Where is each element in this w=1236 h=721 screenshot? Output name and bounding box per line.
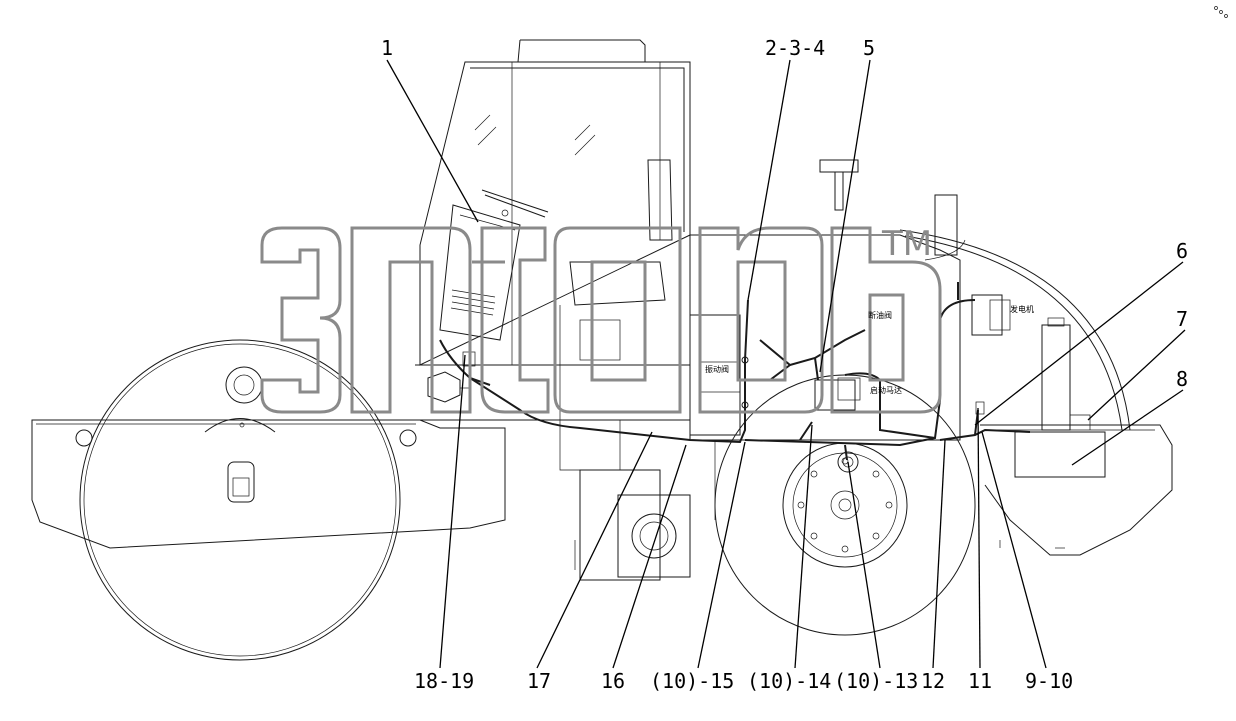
callout-8: 8 <box>1176 367 1188 391</box>
callout-9-10: 9-10 <box>1025 669 1073 693</box>
callout-10-13: (10)-13 <box>834 669 918 693</box>
watermark-tm: TM <box>881 224 932 264</box>
engine <box>689 159 1011 441</box>
corner-mark <box>1214 6 1228 18</box>
label-fuel-cutoff: 断油阀 <box>868 310 892 320</box>
callout-6: 6 <box>1176 239 1188 263</box>
callout-10-15: (10)-15 <box>650 669 734 693</box>
cab <box>415 39 691 471</box>
front-frame <box>31 418 506 549</box>
callout-5: 5 <box>863 36 875 60</box>
callout-10-14: (10)-14 <box>747 669 831 693</box>
callout-18-19: 18-19 <box>414 669 474 693</box>
callout-17: 17 <box>527 669 551 693</box>
label-vibration-valve: 振动阀 <box>705 364 729 374</box>
callout-2-3-4: 2-3-4 <box>765 36 825 60</box>
wiring-harness <box>439 282 1031 473</box>
rear-body <box>899 229 1173 556</box>
label-starter-motor: 启动马达 <box>870 385 902 395</box>
watermark: TM <box>260 224 942 414</box>
callout-12: 12 <box>921 669 945 693</box>
callout-1: 1 <box>381 36 393 60</box>
steering-column <box>439 189 549 341</box>
callout-7: 7 <box>1176 307 1188 331</box>
callout-16: 16 <box>601 669 625 693</box>
leader-lines <box>386 59 1186 669</box>
rear-drum <box>714 374 976 636</box>
label-generator: 发电机 <box>1010 304 1034 314</box>
callout-11: 11 <box>968 669 992 693</box>
